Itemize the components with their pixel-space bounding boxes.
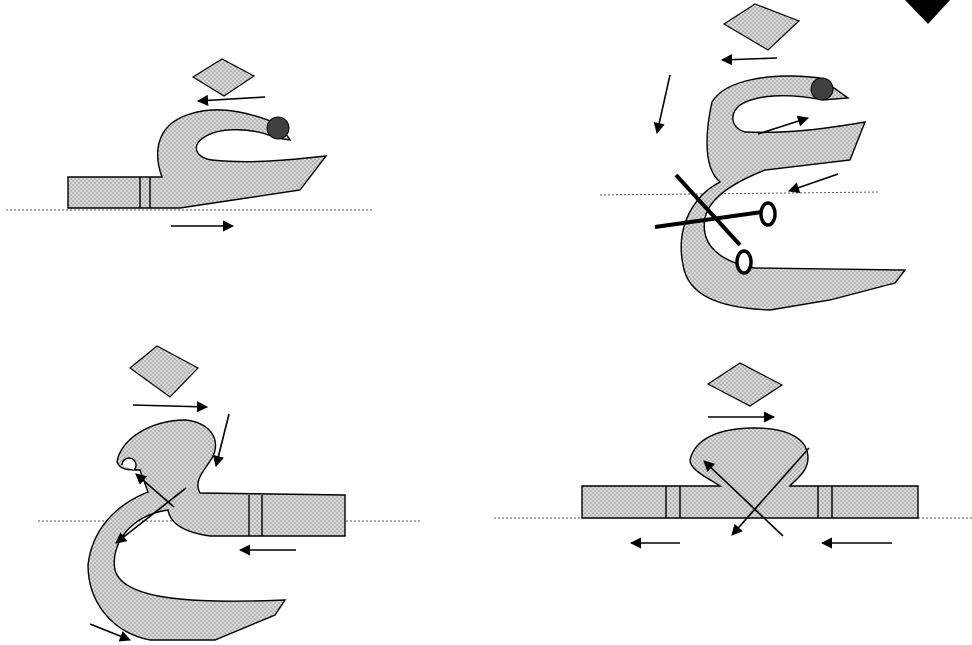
arrow-icon [720,54,778,66]
panel-bottom-left [38,345,420,642]
arrow-icon [213,413,230,468]
arrow-icon [115,487,187,544]
arrow-icon [135,473,175,508]
arrow-icon [787,173,839,193]
hook-strand [67,109,328,209]
hook-strand [680,75,907,311]
diamond-chip-icon [722,3,801,51]
bead-icon [810,77,834,101]
diamond-chip-icon [191,58,256,97]
diamond-chip-icon [706,362,784,407]
notch-arc [121,457,137,471]
arrow-icon [703,460,784,537]
hook-strand [87,419,346,641]
arrow-icon [89,623,132,642]
scissors-icon [654,173,777,275]
panel-top-left [6,58,374,232]
baseline [599,191,881,196]
down-triangle-icon [905,0,950,24]
arrow-icon [196,94,266,106]
arrow-icon [731,447,810,536]
arrow-icon [653,74,671,135]
panel-bottom-right [494,362,972,549]
arrow-icon [757,115,810,135]
diamond-chip-icon [129,345,199,398]
panel-top-right [599,3,907,311]
arrow-icon [132,401,209,413]
bead-icon [266,116,290,140]
